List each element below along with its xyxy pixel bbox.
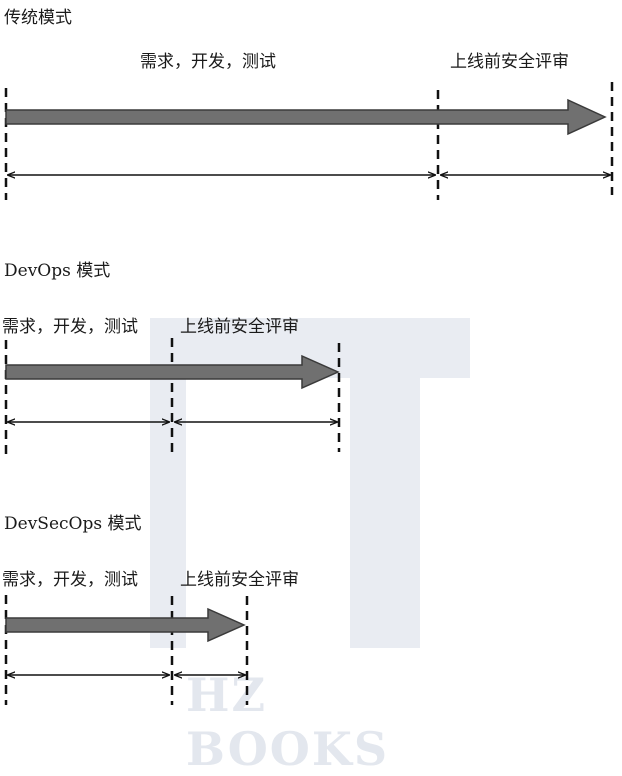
timeline-devsecops	[4, 595, 249, 705]
section-title-devops: DevOps 模式	[4, 261, 111, 281]
dev-test-label-traditional: 需求，开发，测试	[140, 52, 276, 72]
section-title-devsecops: DevSecOps 模式	[4, 514, 142, 534]
timeline-devops	[4, 338, 341, 455]
security-review-label-traditional: 上线前安全评审	[450, 52, 569, 72]
security-review-label-devops: 上线前安全评审	[180, 317, 299, 337]
timeline-diagram	[4, 82, 614, 705]
process-arrow	[5, 607, 246, 643]
security-review-label-devsecops: 上线前安全评审	[180, 570, 299, 590]
dev-test-label-devops: 需求，开发，测试	[2, 317, 138, 337]
timeline-traditional	[4, 82, 614, 200]
section-title-traditional: 传统模式	[4, 8, 72, 28]
dev-test-label-devsecops: 需求，开发，测试	[2, 570, 138, 590]
process-arrow	[5, 354, 340, 390]
process-arrow	[5, 98, 607, 136]
